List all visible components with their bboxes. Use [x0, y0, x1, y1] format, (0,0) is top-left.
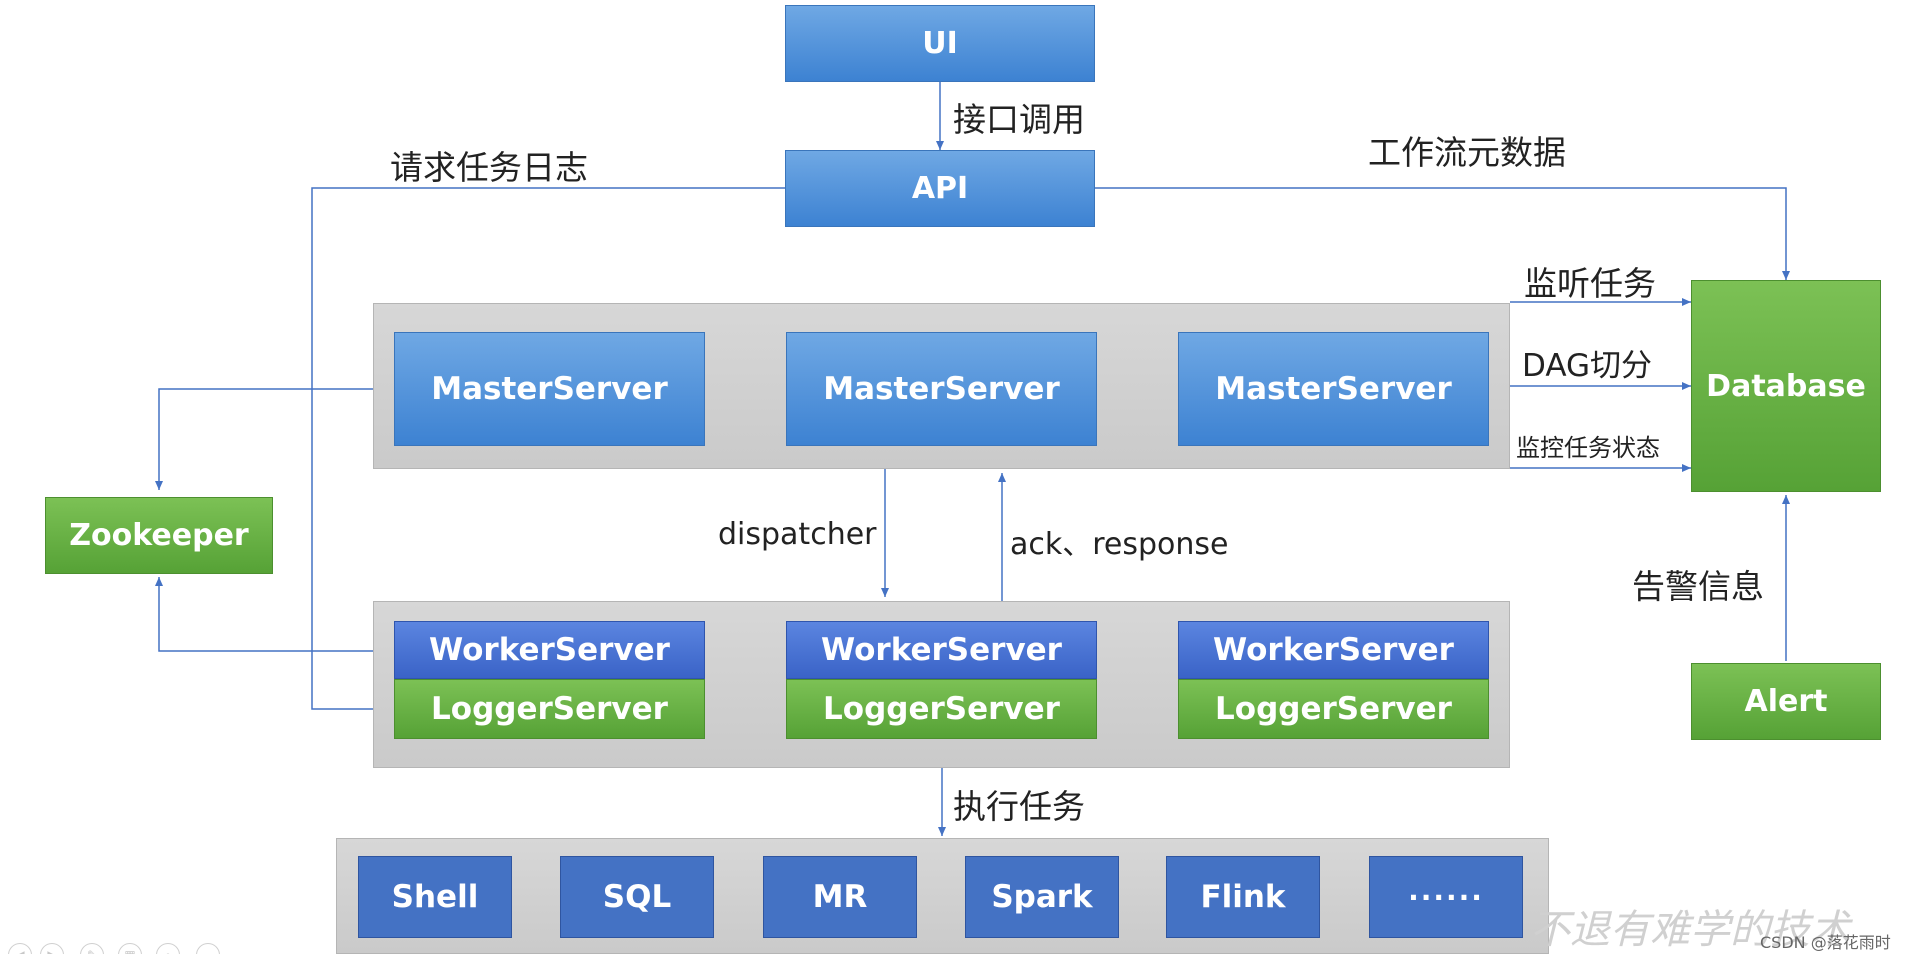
- label-interface-call: 接口调用: [953, 100, 1085, 139]
- api-node: API: [785, 150, 1095, 227]
- task-more: ······: [1369, 856, 1523, 938]
- edge-api-to-logger: [311, 187, 785, 713]
- label-ack-response: ack、response: [1010, 527, 1229, 562]
- database-node: Database: [1691, 280, 1881, 492]
- master-server-1: MasterServer: [394, 332, 705, 446]
- task-mr: MR: [763, 856, 917, 938]
- csdn-credit: CSDN @落花雨时: [1760, 933, 1891, 952]
- watermark: 不退有难学的技术: [1530, 907, 1850, 953]
- label-alert-info: 告警信息: [1632, 567, 1764, 606]
- ui-node: UI: [785, 5, 1095, 82]
- edge-worker-to-zookeeper: [155, 577, 394, 652]
- logger-server-3: LoggerServer: [1178, 679, 1489, 739]
- edge-api-to-database: [1095, 187, 1790, 280]
- zookeeper-node: Zookeeper: [45, 497, 273, 574]
- label-request-task-log: 请求任务日志: [390, 148, 588, 187]
- master-server-3: MasterServer: [1178, 332, 1489, 446]
- logger-server-2: LoggerServer: [786, 679, 1097, 739]
- task-sql: SQL: [560, 856, 714, 938]
- edge-master-to-zookeeper: [155, 388, 394, 490]
- label-workflow-metadata: 工作流元数据: [1368, 133, 1566, 172]
- label-monitor-task-status: 监控任务状态: [1516, 434, 1660, 462]
- label-execute-tasks: 执行任务: [953, 787, 1085, 826]
- master-server-2: MasterServer: [786, 332, 1097, 446]
- alert-node: Alert: [1691, 663, 1881, 740]
- task-flink: Flink: [1166, 856, 1320, 938]
- worker-server-1: WorkerServer: [394, 621, 705, 679]
- worker-server-2: WorkerServer: [786, 621, 1097, 679]
- label-listen-tasks: 监听任务: [1524, 264, 1656, 303]
- label-dag-split: DAG切分: [1522, 348, 1653, 384]
- task-spark: Spark: [965, 856, 1119, 938]
- logger-server-1: LoggerServer: [394, 679, 705, 739]
- worker-server-3: WorkerServer: [1178, 621, 1489, 679]
- task-shell: Shell: [358, 856, 512, 938]
- label-dispatcher: dispatcher: [718, 517, 877, 552]
- task-types-group: [336, 838, 1549, 954]
